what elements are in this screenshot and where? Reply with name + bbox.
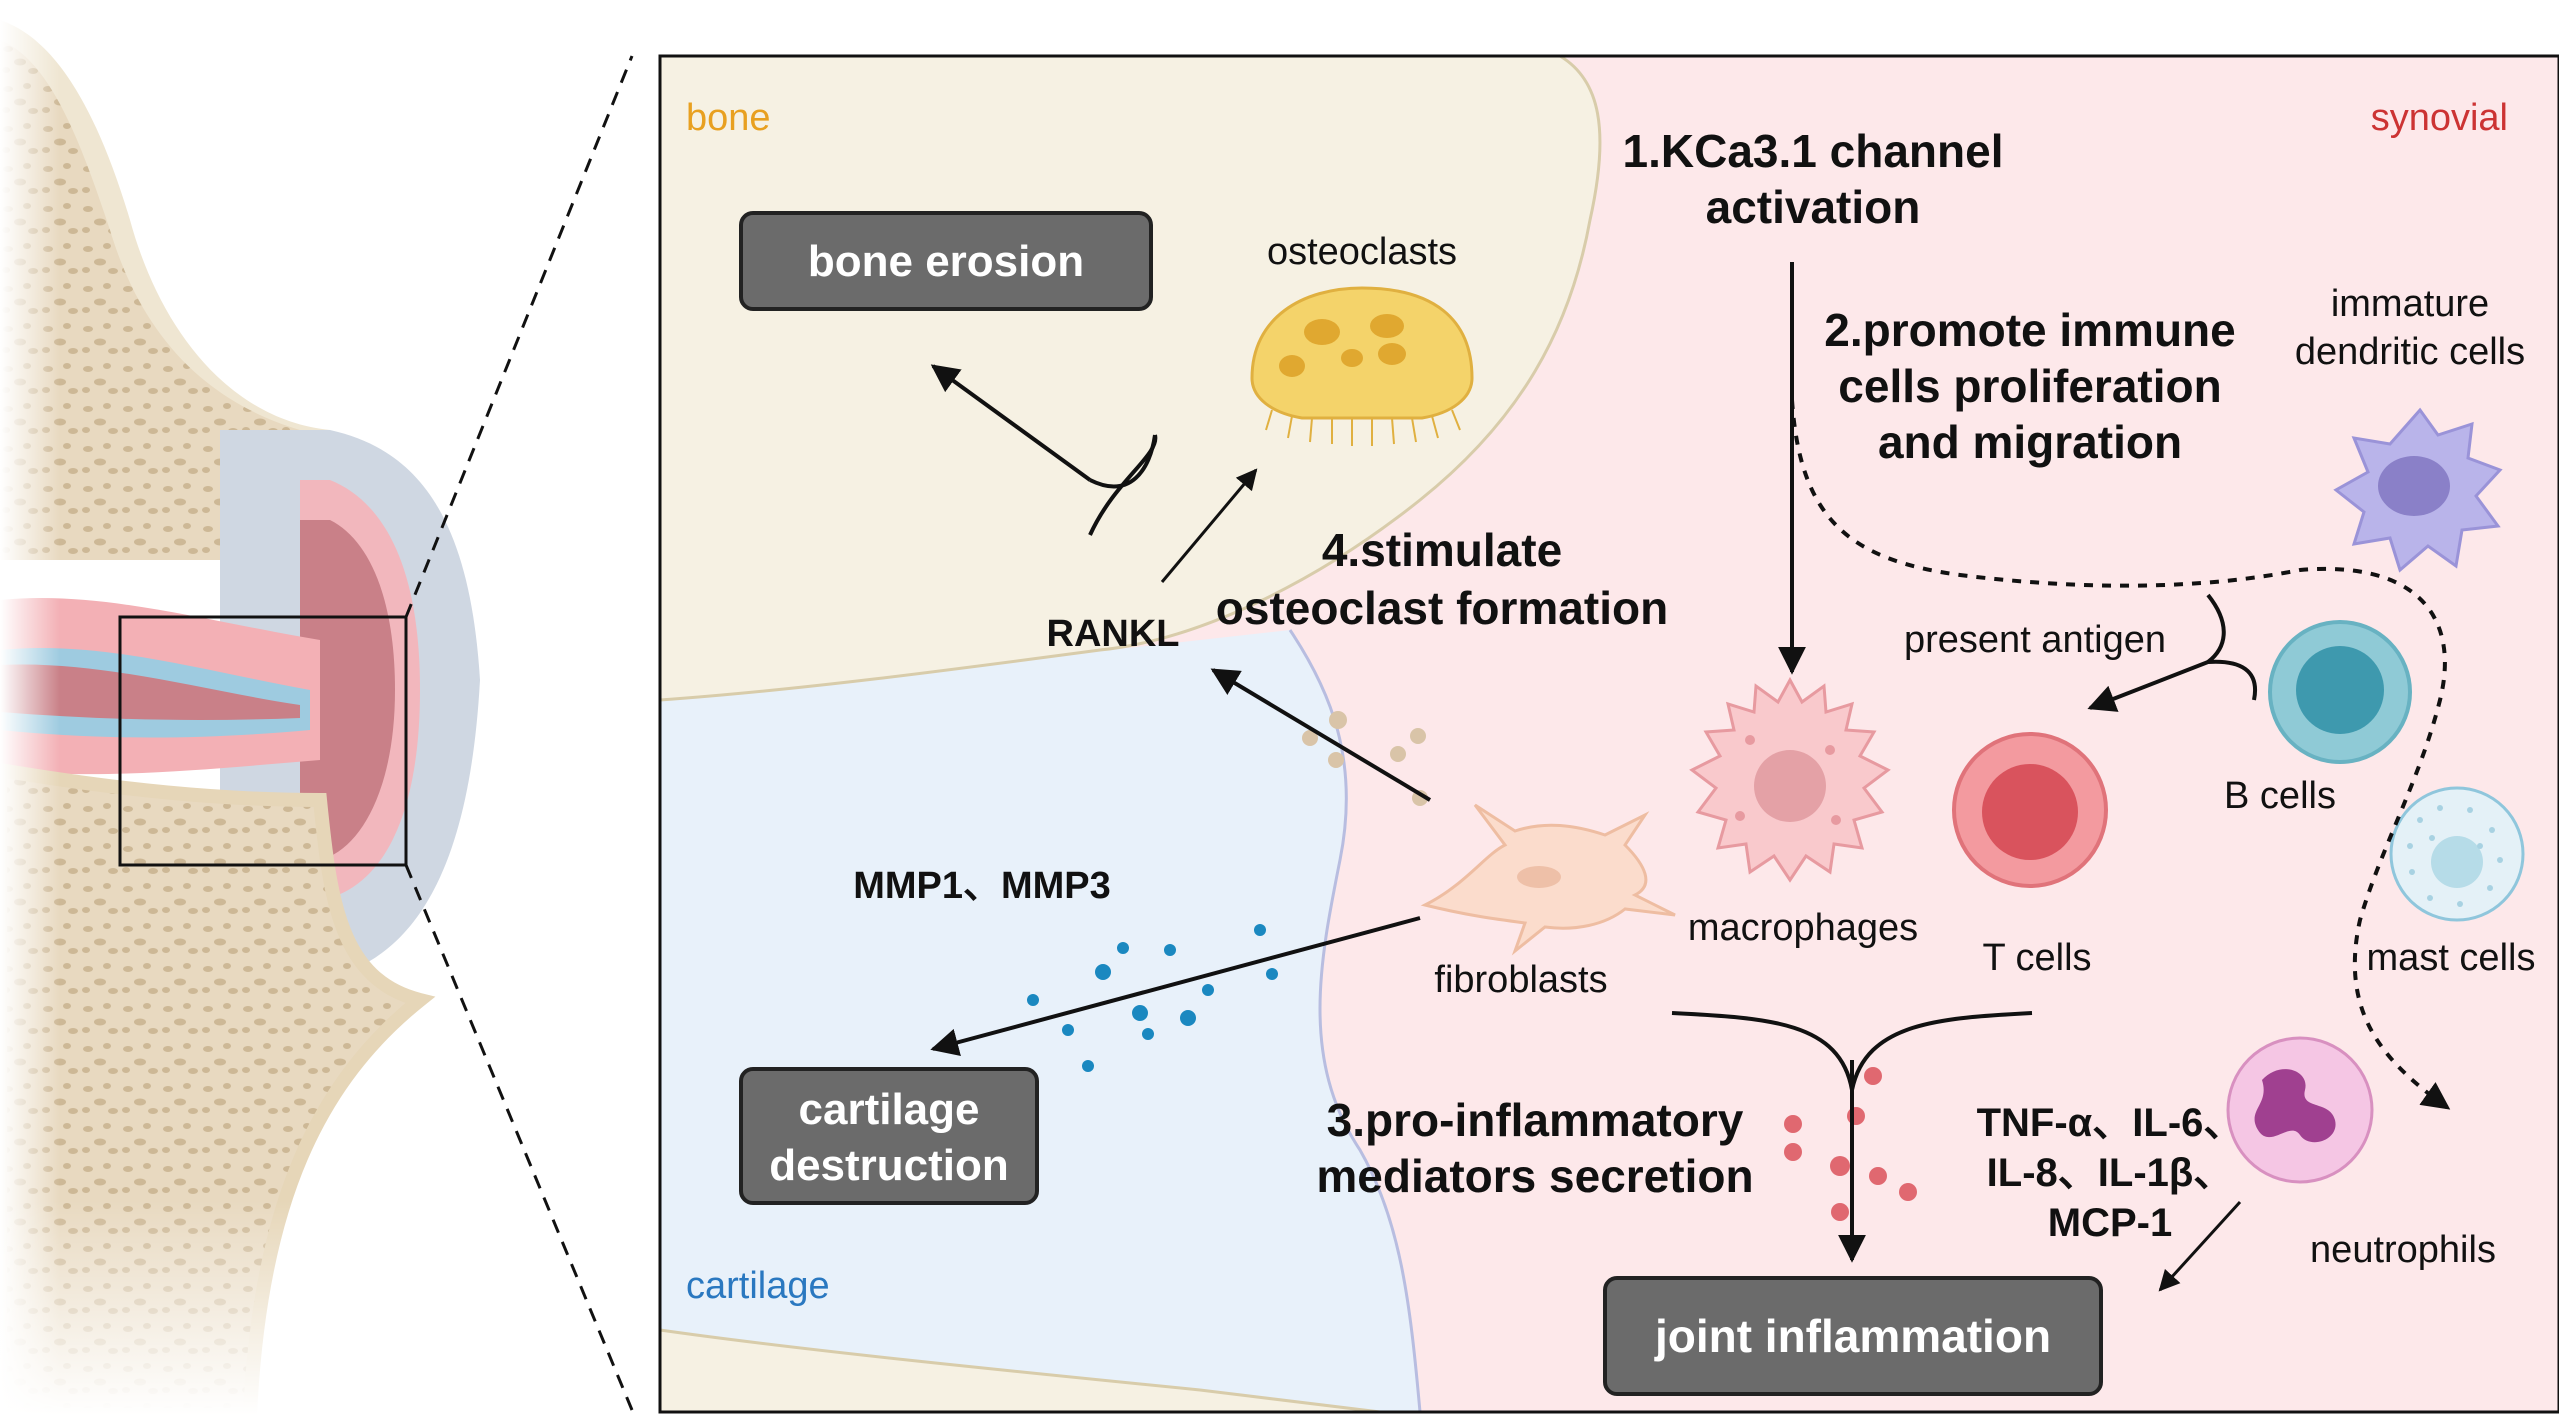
mmp-particles xyxy=(1027,924,1278,1072)
step4-label: 4.stimulate osteoclast formation xyxy=(1216,524,1668,634)
present-antigen-label: present antigen xyxy=(1904,619,2166,661)
neutrophil-arrow xyxy=(2158,1200,2242,1292)
osteoclast-cell xyxy=(1250,286,1474,446)
cytokines-label: TNF-α、IL-6、 IL-8、IL-1β、 MCP-1 xyxy=(1977,1101,2244,1245)
cartilage-destruction-label-2: destruction xyxy=(769,1141,1009,1190)
bone-erosion-box: bone erosion xyxy=(739,211,1153,311)
bone-erosion-label: bone erosion xyxy=(808,237,1084,286)
step1-label: 1.KCa3.1 channel activation xyxy=(1623,125,2004,233)
svg-text:dendritic cells: dendritic cells xyxy=(2295,331,2525,373)
svg-text:TNF-α、IL-6、: TNF-α、IL-6、 xyxy=(1977,1101,2244,1145)
neutrophil-cell xyxy=(2226,1036,2374,1184)
mmp-label: MMP1、MMP3 xyxy=(853,865,1111,907)
joint-illustration xyxy=(0,0,634,1415)
svg-text:osteoclast formation: osteoclast formation xyxy=(1216,582,1668,634)
fibroblasts-label: fibroblasts xyxy=(1434,959,1607,1001)
fibroblast-cell xyxy=(1420,803,1676,956)
svg-text:cells proliferation: cells proliferation xyxy=(1838,360,2221,412)
cartilage-destruction-box: cartilage destruction xyxy=(739,1067,1039,1205)
svg-text:4.stimulate: 4.stimulate xyxy=(1322,524,1562,576)
b-cell xyxy=(2268,620,2412,764)
svg-text:IL-8、IL-1β、: IL-8、IL-1β、 xyxy=(1987,1151,2234,1195)
mast-cells-label: mast cells xyxy=(2367,937,2536,979)
converge-left xyxy=(1671,1011,1854,1091)
joint-inflammation-label: joint inflammation xyxy=(1654,1310,2051,1362)
erosion-arrow xyxy=(930,364,1092,482)
region-label-synovial: synovial xyxy=(2371,97,2508,139)
immature-dc-label: immature dendritic cells xyxy=(2295,283,2525,373)
converge-right xyxy=(1850,1011,2033,1091)
step3-label: 3.pro-inflammatory mediators secretion xyxy=(1316,1094,1753,1202)
mast-cell xyxy=(2389,786,2525,922)
svg-text:2.promote immune: 2.promote immune xyxy=(1824,304,2236,356)
neutrophils-label: neutrophils xyxy=(2310,1229,2496,1271)
step2-label: 2.promote immune cells proliferation and… xyxy=(1824,304,2236,468)
osteoclasts-label: osteoclasts xyxy=(1267,231,1457,273)
fibroblast-mmp-arrow xyxy=(930,916,1421,1056)
joint-zoom-box xyxy=(118,615,408,867)
b-cells-label: B cells xyxy=(2224,775,2336,817)
t-cell xyxy=(1952,732,2108,888)
macrophage-cell xyxy=(1689,676,1891,883)
svg-text:immature: immature xyxy=(2331,283,2489,325)
svg-text:mediators secretion: mediators secretion xyxy=(1316,1150,1753,1202)
antigen-arrow xyxy=(2087,660,2209,712)
migration-dashed-path xyxy=(1790,399,2451,1110)
svg-text:and migration: and migration xyxy=(1878,416,2182,468)
dendritic-cell xyxy=(2333,407,2503,573)
bottom-bone-sliver xyxy=(658,1328,1381,1414)
svg-text:MCP-1: MCP-1 xyxy=(2048,1201,2172,1245)
connectors xyxy=(930,262,2451,1292)
svg-text:3.pro-inflammatory: 3.pro-inflammatory xyxy=(1327,1094,1744,1146)
cartilage-destruction-label-1: cartilage xyxy=(799,1085,980,1134)
rankl-label: RANKL xyxy=(1047,613,1180,655)
region-label-bone: bone xyxy=(686,97,771,139)
region-label-cartilage: cartilage xyxy=(686,1265,830,1307)
rankl-particles xyxy=(1302,711,1428,806)
macrophages-label: macrophages xyxy=(1688,907,1918,949)
rankl-to-osteoclast-arrow xyxy=(1160,468,1258,583)
svg-text:activation: activation xyxy=(1706,181,1921,233)
joint-inflammation-box: joint inflammation xyxy=(1603,1276,2103,1396)
t-cells-label: T cells xyxy=(1982,937,2091,979)
svg-text:1.KCa3.1 channel: 1.KCa3.1 channel xyxy=(1623,125,2004,177)
fibroblast-rankl-arrow xyxy=(1210,668,1432,802)
